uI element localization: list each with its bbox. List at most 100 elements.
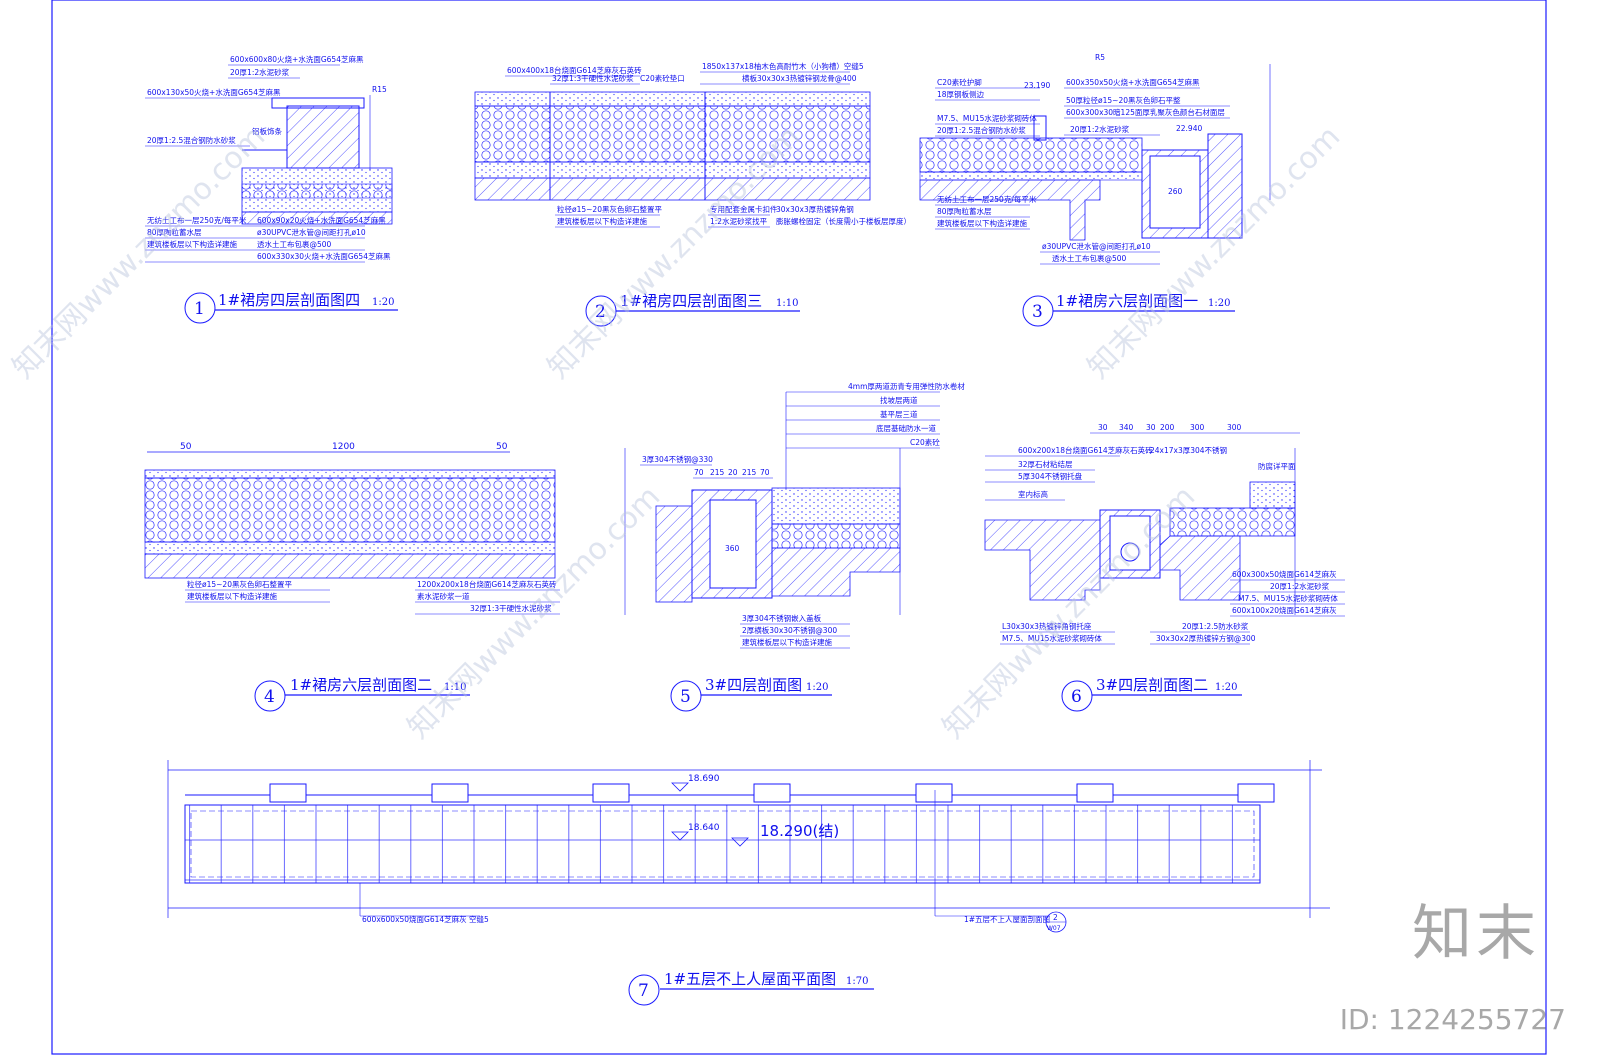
detail-1-label: 600x600x80火烧+水洗面G654芝麻黑 <box>230 54 364 64</box>
detail-3-label: M7.5、MU15水泥砂浆砌砖体 <box>937 113 1037 123</box>
detail-1-label: 80厚陶粒蓄水层 <box>147 227 202 237</box>
detail-3-label: 20厚1:2.5混合钢防水砂浆 <box>937 125 1026 135</box>
detail-6-dim: 340 <box>1119 423 1134 432</box>
detail-3-edge-steel <box>1033 115 1047 141</box>
detail-5-label: 建筑楼板层以下构造详建施 <box>742 637 832 647</box>
detail-3-label: 260 <box>1168 187 1183 196</box>
detail-4-leaders <box>185 589 560 615</box>
detail-7-level-label: 18.690 <box>688 774 720 784</box>
detail-3-number: 3 <box>1032 302 1043 322</box>
detail-6-label: 5厚304不锈钢托盘 <box>1018 471 1083 481</box>
detail-3-label: 建筑楼板层以下构造详建施 <box>937 218 1027 228</box>
detail-1-ceramsite-layer <box>241 183 393 199</box>
detail-3-label: 23.190 <box>1024 81 1050 90</box>
detail-4-label: 1200 <box>332 442 355 452</box>
detail-1-label: 600x130x50火烧+水洗面G654芝麻黑 <box>147 87 281 97</box>
detail-4-label: 粒径ø15~20黑灰色卵石整置平 <box>187 579 292 589</box>
detail-6-label: 600x300x50烧面G614芝麻灰 <box>1232 569 1337 579</box>
detail-1-label: 600x90x20火烧+水洗面G654芝麻黑 <box>257 215 386 225</box>
detail-7-vent <box>431 783 469 803</box>
detail-7-vent <box>915 783 953 803</box>
detail-1-label: R15 <box>372 85 387 94</box>
detail-5-channel <box>709 499 757 589</box>
detail-3-title: 1#裙房六层剖面图一 <box>1056 292 1198 310</box>
detail-1-label: 无纺土工布一层250克/每平米 <box>147 215 247 225</box>
detail-6-number: 6 <box>1071 687 1082 707</box>
detail-6-slab-right <box>1159 535 1241 601</box>
detail-6-label: M7.5、MU15水泥砂浆砌砖体 <box>1002 633 1102 643</box>
detail-2-title: 1#裙房四层剖面图三 <box>620 292 762 310</box>
detail-1: 600x600x80火烧+水洗面G654芝麻黑 20厚1:2水泥砂浆 600x1… <box>145 54 398 324</box>
detail-1-label: 20厚1:2水泥砂浆 <box>230 67 290 77</box>
detail-2-label: 专用配套金属卡扣件 <box>710 204 778 214</box>
detail-6-dim: 300 <box>1190 423 1205 432</box>
detail-6-label: L30x30x3热镀锌角钢托座 <box>1002 621 1092 631</box>
detail-7-label: 1#五层不上人屋面剖面图 <box>964 914 1050 924</box>
detail-5-dim: 215 <box>742 468 757 477</box>
detail-6-label: 室内标高 <box>1018 489 1048 499</box>
detail-2-number: 2 <box>595 302 606 322</box>
detail-1-label: 透水土工布包裹@500 <box>257 239 332 249</box>
detail-3-gravel-layer <box>919 137 1143 173</box>
detail-6-stone <box>1249 481 1296 509</box>
detail-5-scale: 1:20 <box>806 682 828 693</box>
detail-7: 18.690 18.640 18.290(结) 600x600x50烧面G614… <box>167 760 1330 1006</box>
detail-1-stone-block <box>286 105 360 169</box>
detail-5-leaders <box>785 391 940 490</box>
detail-4-scale: 1:10 <box>444 682 466 693</box>
detail-2-label: 粒径ø15~20黑灰色卵石整置平 <box>557 204 662 214</box>
detail-5-dim: 70 <box>760 468 770 477</box>
detail-4-label: 1200x200x18台烧面G614芝麻灰石英砖 <box>417 579 557 589</box>
detail-3-label: 80厚陶粒蓄水层 <box>937 206 992 216</box>
detail-6-number-circle <box>1061 680 1093 712</box>
detail-7-drain-edge <box>190 810 1255 878</box>
detail-3-label: C20素砼护脚 <box>937 77 982 87</box>
detail-7-section-number: 2 <box>1053 913 1058 922</box>
detail-4-number: 4 <box>264 687 275 707</box>
detail-3-label: 600x350x50火烧+水洗面G654芝麻黑 <box>1066 77 1200 87</box>
detail-6-dim: 300 <box>1227 423 1242 432</box>
detail-5-number: 5 <box>680 687 691 707</box>
detail-3-slab <box>919 179 1101 241</box>
detail-2-label: 30x30x3厚热镀锌角钢 <box>776 204 854 214</box>
detail-3-label: 22.940 <box>1176 124 1202 133</box>
detail-2-label: 建筑楼板层以下构造详建施 <box>557 216 647 226</box>
detail-3-label: 无纺土工布一层250克/每平米 <box>937 194 1037 204</box>
detail-3-label: 18厚钢板侧边 <box>937 89 985 99</box>
detail-5-dim: 20 <box>728 468 738 477</box>
detail-3-leaders <box>935 87 1230 265</box>
detail-6-label: 24x17x3厚304不锈钢 <box>1150 445 1227 455</box>
detail-3-screed <box>919 171 1143 181</box>
detail-5-label: 3厚304不锈钢@330 <box>642 454 713 464</box>
detail-6-dim: 30 <box>1146 423 1156 432</box>
detail-1-number: 1 <box>194 299 205 319</box>
detail-4-slab <box>144 553 556 579</box>
detail-3-label: 20厚1:2水泥砂浆 <box>1070 124 1130 134</box>
detail-7-level-marker <box>671 831 689 841</box>
watermark-tile: 知末网www.znzmo.com <box>6 119 272 385</box>
detail-2-label: 32厚1:3干硬性水泥砂浆 <box>552 73 634 83</box>
detail-7-label: 600x600x50烧面G614芝麻灰 空缝5 <box>362 914 489 924</box>
detail-1-cap-stone <box>271 97 365 109</box>
detail-7-vent <box>592 783 630 803</box>
detail-1-scale: 1:20 <box>372 297 394 308</box>
detail-6-label: 防腐详平面 <box>1258 461 1296 471</box>
detail-6-leaders-right <box>1230 579 1345 617</box>
detail-6-label: 32厚石材粘结层 <box>1018 459 1073 469</box>
detail-1-number-circle <box>184 292 216 324</box>
detail-5-concrete <box>771 487 901 525</box>
detail-6-pipe <box>1120 542 1140 562</box>
detail-5-number-circle <box>670 680 702 712</box>
detail-5-label: 找坡层两道 <box>880 395 918 405</box>
detail-5-label: 3厚304不锈钢嵌入盖板 <box>742 613 822 623</box>
detail-7-tile-grid <box>184 804 1261 884</box>
detail-7-title: 1#五层不上人屋面平面图 <box>664 970 836 988</box>
detail-6-label: M7.5、MU15水泥砂浆砌砖体 <box>1238 593 1338 603</box>
detail-4-title: 1#裙房六层剖面图二 <box>290 676 432 694</box>
watermark-tile: 知末网www.znzmo.com <box>936 479 1202 745</box>
detail-2-leaders <box>505 71 850 228</box>
detail-1-leaders <box>145 64 365 263</box>
detail-6: 30 340 30 200 300 300 600x200x18台烧面G614芝… <box>984 423 1345 712</box>
detail-4-gravel-layer <box>144 477 556 543</box>
detail-6-dim: 200 <box>1160 423 1175 432</box>
